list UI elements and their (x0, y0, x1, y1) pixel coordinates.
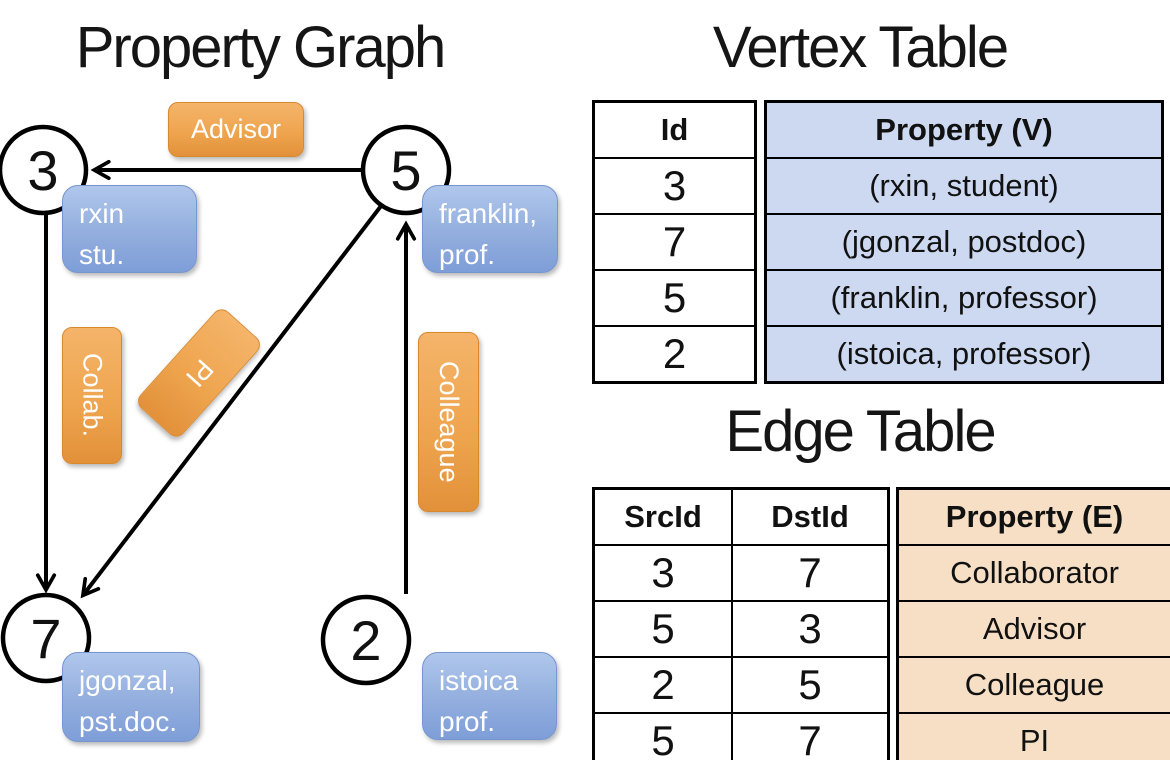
vertex-property-cell: (rxin, student) (764, 157, 1164, 215)
edge-property-cell: Advisor (896, 600, 1170, 658)
edge-dstid-cell: 5 (731, 656, 890, 714)
vertex-prop-text-2: istoica prof. (439, 665, 519, 737)
edge-dstid-cell: 3 (731, 600, 890, 658)
edge-table-header-srcid: SrcId (592, 487, 733, 546)
edge-pi-line (84, 204, 383, 594)
node-5-id: 5 (390, 139, 421, 202)
vertex-table-id-column: Id 3 7 5 2 (592, 100, 757, 384)
edge-label-colleague: Colleague (418, 332, 479, 512)
edge-label-pi-text: PI (179, 353, 220, 393)
vertex-prop-box-3: rxin stu. (62, 185, 197, 273)
edge-srcid-cell: 5 (592, 600, 733, 658)
edge-table: SrcId DstId 3 7 5 3 2 5 5 7 Property (E) (592, 487, 1170, 760)
node-3-id: 3 (27, 139, 58, 202)
node-2-id: 2 (350, 609, 381, 672)
vertex-id-cell: 2 (592, 325, 757, 384)
edge-label-colleague-text: Colleague (434, 361, 464, 483)
edge-table-id-columns: SrcId DstId 3 7 5 3 2 5 5 7 (592, 487, 890, 760)
vertex-prop-text-7: jgonzal, pst.doc. (79, 665, 178, 737)
vertex-id-cell: 3 (592, 157, 757, 215)
edge-label-collab: Collab. (62, 327, 122, 464)
edge-dstid-cell: 7 (731, 544, 890, 602)
vertex-table-title: Vertex Table (712, 15, 1009, 80)
edge-property-cell: Colleague (896, 656, 1170, 714)
vertex-prop-text-3: rxin stu. (79, 198, 125, 270)
edge-table-title: Edge Table (725, 399, 996, 464)
vertex-table-header-id: Id (592, 100, 757, 159)
node-2-circle (320, 594, 412, 686)
vertex-prop-box-5: franklin, prof. (422, 185, 558, 273)
node-7-id: 7 (30, 607, 61, 670)
edge-srcid-cell: 2 (592, 656, 733, 714)
vertex-prop-box-2: istoica prof. (422, 652, 557, 740)
edge-label-collab-text: Collab. (77, 353, 108, 438)
vertex-id-cell: 5 (592, 269, 757, 327)
edge-table-header-property: Property (E) (896, 487, 1170, 546)
edge-dstid-cell: 7 (731, 712, 890, 760)
vertex-prop-text-5: franklin, prof. (439, 198, 538, 270)
edge-srcid-cell: 5 (592, 712, 733, 760)
vertex-table: Id 3 7 5 2 Property (V) (rxin, student) … (592, 100, 1164, 384)
property-graph-title: Property Graph (75, 15, 447, 80)
edge-label-advisor: Advisor (168, 102, 304, 157)
vertex-property-cell: (franklin, professor) (764, 269, 1164, 327)
edge-property-cell: PI (896, 712, 1170, 760)
edge-table-property-column: Property (E) Collaborator Advisor Collea… (896, 487, 1170, 760)
vertex-prop-box-7: jgonzal, pst.doc. (62, 652, 200, 742)
vertex-table-property-column: Property (V) (rxin, student) (jgonzal, p… (764, 100, 1164, 384)
vertex-property-cell: (jgonzal, postdoc) (764, 213, 1164, 271)
vertex-table-header-property: Property (V) (764, 100, 1164, 159)
vertex-property-cell: (istoica, professor) (764, 325, 1164, 384)
edge-srcid-cell: 3 (592, 544, 733, 602)
edge-table-header-dstid: DstId (731, 487, 890, 546)
vertex-id-cell: 7 (592, 213, 757, 271)
edge-property-cell: Collaborator (896, 544, 1170, 602)
edge-label-advisor-text: Advisor (190, 114, 282, 144)
